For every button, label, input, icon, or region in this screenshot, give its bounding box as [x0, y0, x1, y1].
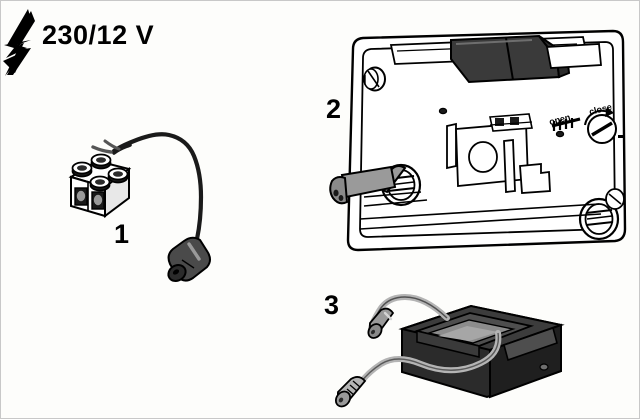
- part-2-cable-gland-right: [578, 197, 620, 241]
- part-2-mounting-backplate: open close: [329, 29, 627, 252]
- part-1-terminal-block: [68, 153, 132, 218]
- callout-number-1: 1: [114, 219, 129, 249]
- part-1-screw-terminals: [71, 153, 129, 192]
- part-1-cable: [91, 132, 204, 242]
- part-2-dial-ribs: [551, 117, 581, 131]
- part-2-rotary-locking-dial: open close: [548, 102, 623, 144]
- part-2-terminal-strip: [489, 113, 533, 132]
- high-voltage-lightning-bolt-icon: [3, 9, 35, 76]
- part-3-lower-connector: [334, 376, 367, 408]
- part-2-screw-boss-left: [363, 66, 386, 92]
- callout-number-2: 2: [326, 94, 341, 124]
- part-3-power-supply-unit: [334, 293, 565, 408]
- part-1-barrel-connector: [167, 236, 211, 282]
- part-1-wire-entry-windows: [74, 187, 105, 210]
- callout-number-3: 3: [324, 290, 339, 320]
- part-2-inserted-connector-plug: [329, 164, 407, 205]
- part-2-interior-features: [438, 107, 565, 194]
- part-3-lower-cable: [356, 330, 502, 388]
- part-3-upper-connector: [367, 307, 395, 339]
- part-1-terminal-block-assembly: [68, 132, 211, 282]
- voltage-warning-label: 230/12 V: [42, 20, 155, 50]
